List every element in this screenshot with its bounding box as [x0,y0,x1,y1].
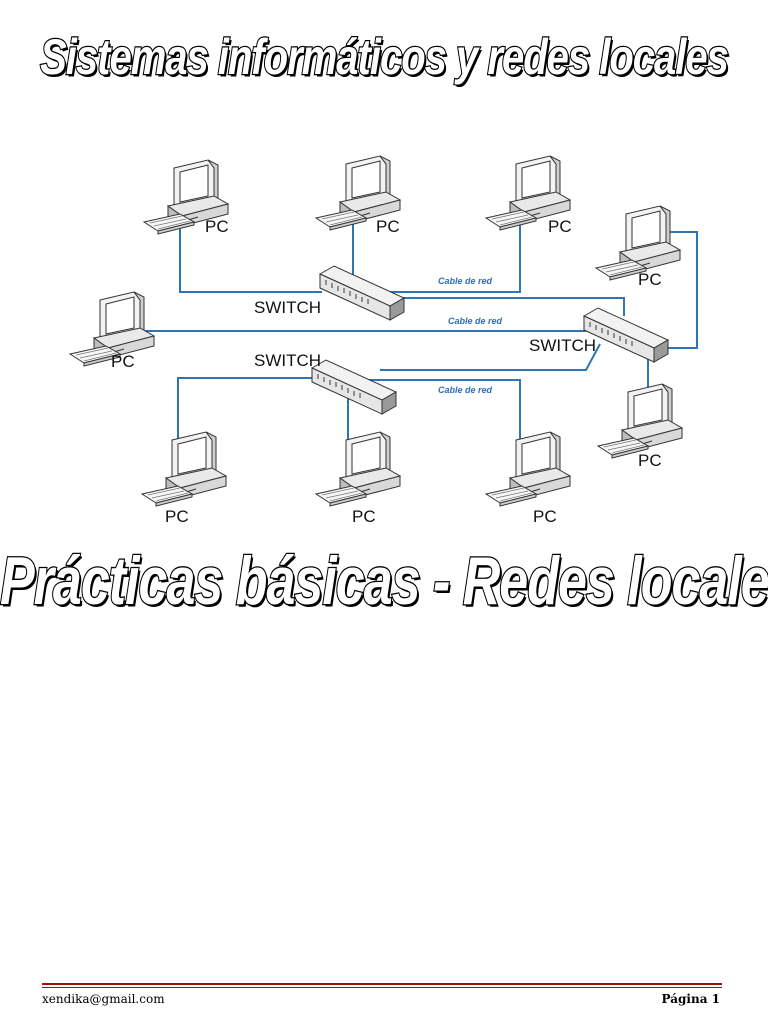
pc-label: PC [165,507,189,526]
switch-top-icon [319,265,405,321]
cable-label: Cable de red [438,385,493,395]
pc-label: PC [352,507,376,526]
switch-right-icon [583,307,669,363]
switch-bottom-icon [311,359,397,415]
footer-page-number: Página 1 [661,992,720,1006]
pc-label: PC [638,451,662,470]
switch-label: SWITCH [254,298,321,317]
switch-label: SWITCH [529,336,596,355]
pc-label: PC [376,217,400,236]
section-title: Prácticas básicas - Redes locales [0,543,768,621]
pc-bottom-center-icon [315,431,401,507]
pc-label: PC [533,507,557,526]
switch-label: SWITCH [254,351,321,370]
pc-bottom-left-icon [141,431,227,507]
network-diagram: PC PC PC PC PC PC PC PC PC SWITCH SWITCH… [69,155,698,526]
pc-label: PC [548,217,572,236]
network-cables [143,218,698,440]
pc-label: PC [638,270,662,289]
pc-label: PC [111,352,135,371]
footer-rule [42,983,722,985]
footer-email: xendika@gmail.com [42,992,165,1006]
pc-bottom-right-icon [485,431,571,507]
cable-label: Cable de red [438,276,493,286]
pc-right-lower-icon [597,383,683,459]
pc-right-upper-icon [595,205,681,281]
footer-rule-thin [42,987,722,988]
cable-label: Cable de red [448,316,503,326]
pc-label: PC [205,217,229,236]
document-title: Sistemas informáticos y redes locales [39,29,730,87]
